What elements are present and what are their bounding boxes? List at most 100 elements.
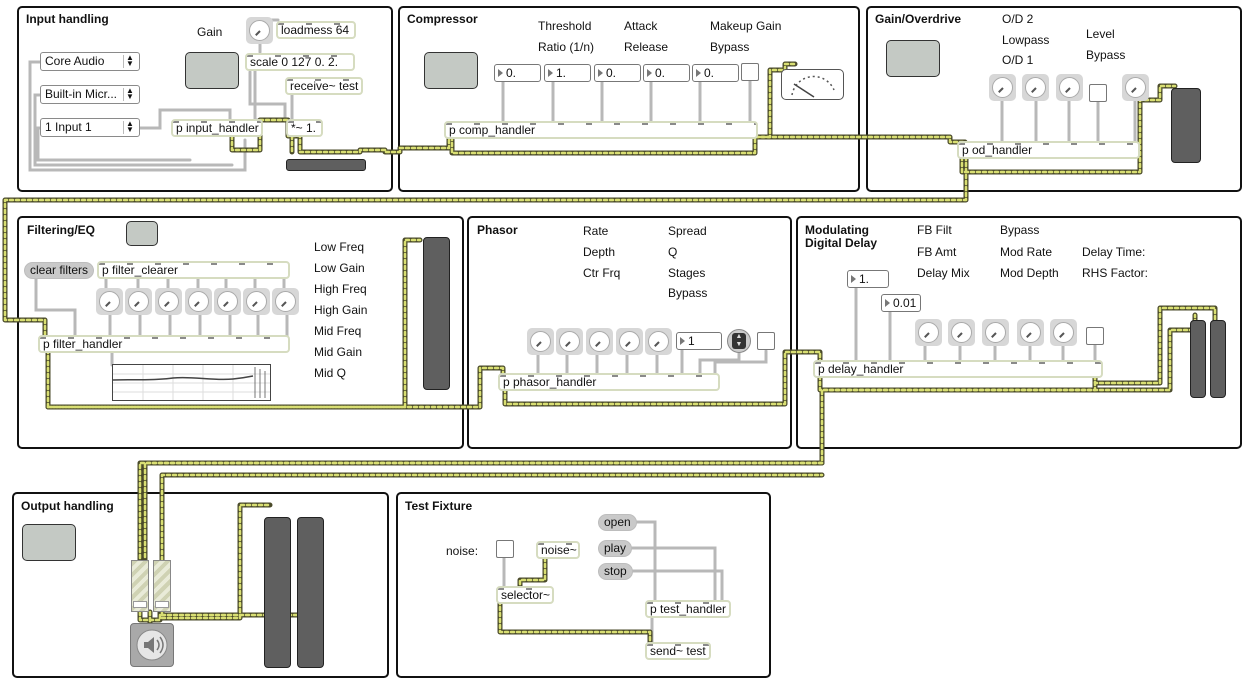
- output-display[interactable]: [22, 524, 76, 561]
- makeup-number[interactable]: 0.: [692, 64, 739, 82]
- scale-object[interactable]: scale 0 127 0. 2.: [245, 53, 355, 71]
- compressor-display[interactable]: [424, 52, 478, 89]
- phasor-bypass-toggle[interactable]: [757, 332, 775, 350]
- filter-response-graph[interactable]: [112, 364, 271, 401]
- phasor-handler-object[interactable]: p phasor_handler: [498, 373, 720, 391]
- fb-filt-dial[interactable]: [915, 319, 942, 346]
- multiply-object[interactable]: *~ 1.: [286, 119, 323, 137]
- od1-dial[interactable]: [1056, 74, 1083, 101]
- gain-display[interactable]: [185, 52, 239, 89]
- delay-bypass-toggle[interactable]: [1086, 327, 1104, 345]
- mid-freq-dial[interactable]: [214, 288, 241, 315]
- stages-number[interactable]: 1: [676, 332, 722, 350]
- output-left-fader[interactable]: [131, 560, 149, 612]
- output-right-meter: [297, 517, 324, 668]
- mod-rate-dial[interactable]: [1017, 319, 1044, 346]
- device-menu[interactable]: Built-in Micr... ▲▼: [40, 85, 140, 104]
- overdrive-display[interactable]: [886, 40, 940, 77]
- filter-handler-object[interactable]: p filter_handler: [38, 335, 290, 353]
- low-freq-dial[interactable]: [96, 288, 123, 315]
- filter-label-mid-q: Mid Q: [314, 366, 347, 380]
- gain-dial[interactable]: [246, 17, 273, 44]
- od-bypass-label: Bypass: [1086, 48, 1126, 62]
- send-object[interactable]: send~ test: [645, 642, 711, 660]
- phasor-bypass-label: Bypass: [668, 286, 708, 300]
- filter-panel-title: Filtering/EQ: [27, 223, 96, 237]
- input-level-meter: [286, 159, 366, 171]
- comp-handler-object[interactable]: p comp_handler: [444, 121, 758, 139]
- chevron-updown-icon: ▲▼: [123, 54, 136, 68]
- loadmess-object[interactable]: loadmess 64: [276, 21, 356, 39]
- stages-stepper[interactable]: ▲▼: [727, 329, 751, 353]
- ctr-frq-label: Ctr Frq: [583, 266, 621, 280]
- mod-depth-label: Mod Depth: [1000, 266, 1059, 280]
- overdrive-panel-title: Gain/Overdrive: [875, 12, 962, 26]
- high-freq-dial[interactable]: [155, 288, 182, 315]
- noise-object[interactable]: noise~: [536, 541, 580, 559]
- output-left-meter: [264, 517, 291, 668]
- threshold-label: Threshold: [538, 19, 592, 33]
- compressor-bypass-label: Bypass: [710, 40, 750, 54]
- chevron-updown-icon: ▲▼: [123, 87, 136, 101]
- test-handler-object[interactable]: p test_handler: [645, 600, 731, 618]
- speaker-dac-button[interactable]: [130, 623, 174, 667]
- receive-object[interactable]: receive~ test: [285, 77, 363, 95]
- ratio-label: Ratio (1/n): [538, 40, 595, 54]
- od-bypass-toggle[interactable]: [1089, 84, 1107, 102]
- stepper-arrows-icon: ▲▼: [732, 333, 746, 349]
- chevron-updown-icon: ▲▼: [123, 120, 136, 134]
- selector-object[interactable]: selector~: [496, 586, 554, 604]
- release-number[interactable]: 0.: [643, 64, 690, 82]
- driver-menu[interactable]: Core Audio ▲▼: [40, 52, 140, 71]
- attack-number[interactable]: 0.: [594, 64, 641, 82]
- input-handler-object[interactable]: p input_handler: [171, 119, 263, 137]
- delay-handler-object[interactable]: p delay_handler: [813, 360, 1103, 378]
- filter-label-low-freq: Low Freq: [314, 240, 365, 254]
- mod-depth-dial[interactable]: [1050, 319, 1077, 346]
- level-dial[interactable]: [1122, 74, 1149, 101]
- compressor-bypass-toggle[interactable]: [741, 63, 759, 81]
- filter-clearer-object[interactable]: p filter_clearer: [97, 261, 290, 279]
- open-button[interactable]: open: [598, 514, 637, 531]
- ratio-number[interactable]: 1.: [544, 64, 591, 82]
- delay-time-number[interactable]: 1.: [847, 270, 889, 288]
- mid-q-dial[interactable]: [272, 288, 299, 315]
- lowpass-dial[interactable]: [1022, 74, 1049, 101]
- clear-filters-button[interactable]: clear filters: [24, 262, 95, 279]
- device-menu-value: Built-in Micr...: [45, 87, 118, 101]
- stop-button[interactable]: stop: [598, 563, 633, 580]
- rhs-factor-number[interactable]: 0.01: [881, 294, 921, 312]
- output-right-fader[interactable]: [153, 560, 171, 612]
- od2-dial[interactable]: [989, 74, 1016, 101]
- ctr-frq-dial[interactable]: [586, 328, 613, 355]
- threshold-number[interactable]: 0.: [494, 64, 541, 82]
- spread-dial[interactable]: [616, 328, 643, 355]
- filter-display[interactable]: [126, 221, 158, 246]
- filter-label-mid-freq: Mid Freq: [314, 324, 362, 338]
- mid-gain-dial[interactable]: [243, 288, 270, 315]
- driver-menu-value: Core Audio: [45, 54, 105, 68]
- filter-level-meter: [423, 237, 450, 390]
- output-handling-panel: [12, 492, 389, 678]
- od-handler-object[interactable]: p od_handler: [957, 141, 1140, 159]
- filter-curve-icon: [113, 365, 270, 400]
- stages-label: Stages: [668, 266, 706, 280]
- fb-filt-label: FB Filt: [917, 223, 952, 237]
- play-button[interactable]: play: [598, 540, 633, 557]
- low-gain-dial[interactable]: [125, 288, 152, 315]
- delay-mix-dial[interactable]: [982, 319, 1009, 346]
- speaker-icon: [136, 629, 168, 661]
- depth-dial[interactable]: [556, 328, 583, 355]
- q-dial[interactable]: [645, 328, 672, 355]
- noise-toggle[interactable]: [496, 540, 514, 558]
- channel-menu[interactable]: 1 Input 1▲▼: [40, 118, 140, 137]
- gain-reduction-meter-icon: [781, 69, 844, 100]
- delay-panel-title-1: Modulating: [805, 223, 869, 237]
- phasor-panel-title: Phasor: [477, 223, 518, 237]
- high-gain-dial[interactable]: [185, 288, 212, 315]
- rate-dial[interactable]: [527, 328, 554, 355]
- filter-label-low-gain: Low Gain: [314, 261, 365, 275]
- delay-mix-label: Delay Mix: [917, 266, 970, 280]
- fb-amt-label: FB Amt: [917, 245, 957, 259]
- fb-amt-dial[interactable]: [948, 319, 975, 346]
